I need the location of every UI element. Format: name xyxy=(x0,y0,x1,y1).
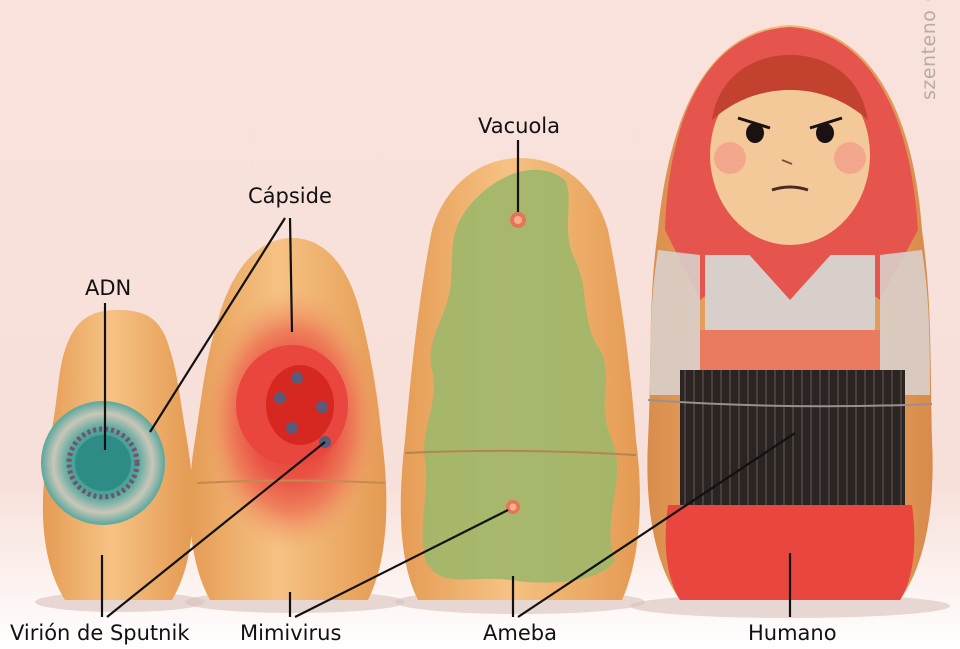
doll-humano xyxy=(647,25,932,600)
cheek xyxy=(834,142,866,174)
label-adn: ADN xyxy=(85,278,131,299)
sputnik-capsid xyxy=(41,401,165,525)
apron-top xyxy=(700,330,880,370)
label-vacuola: Vacuola xyxy=(478,116,560,137)
label-ameba: Ameba xyxy=(483,623,557,644)
watermark: szenteno © 2015 xyxy=(918,0,940,100)
label-capside: Cápside xyxy=(248,186,332,207)
label-mimivirus: Mimivirus xyxy=(240,623,341,644)
label-virion-sputnik: Virión de Sputnik xyxy=(10,623,189,644)
cheek xyxy=(714,142,746,174)
apron-stripes xyxy=(680,370,905,505)
label-humano: Humano xyxy=(748,623,837,644)
doll-ameba xyxy=(401,158,640,600)
